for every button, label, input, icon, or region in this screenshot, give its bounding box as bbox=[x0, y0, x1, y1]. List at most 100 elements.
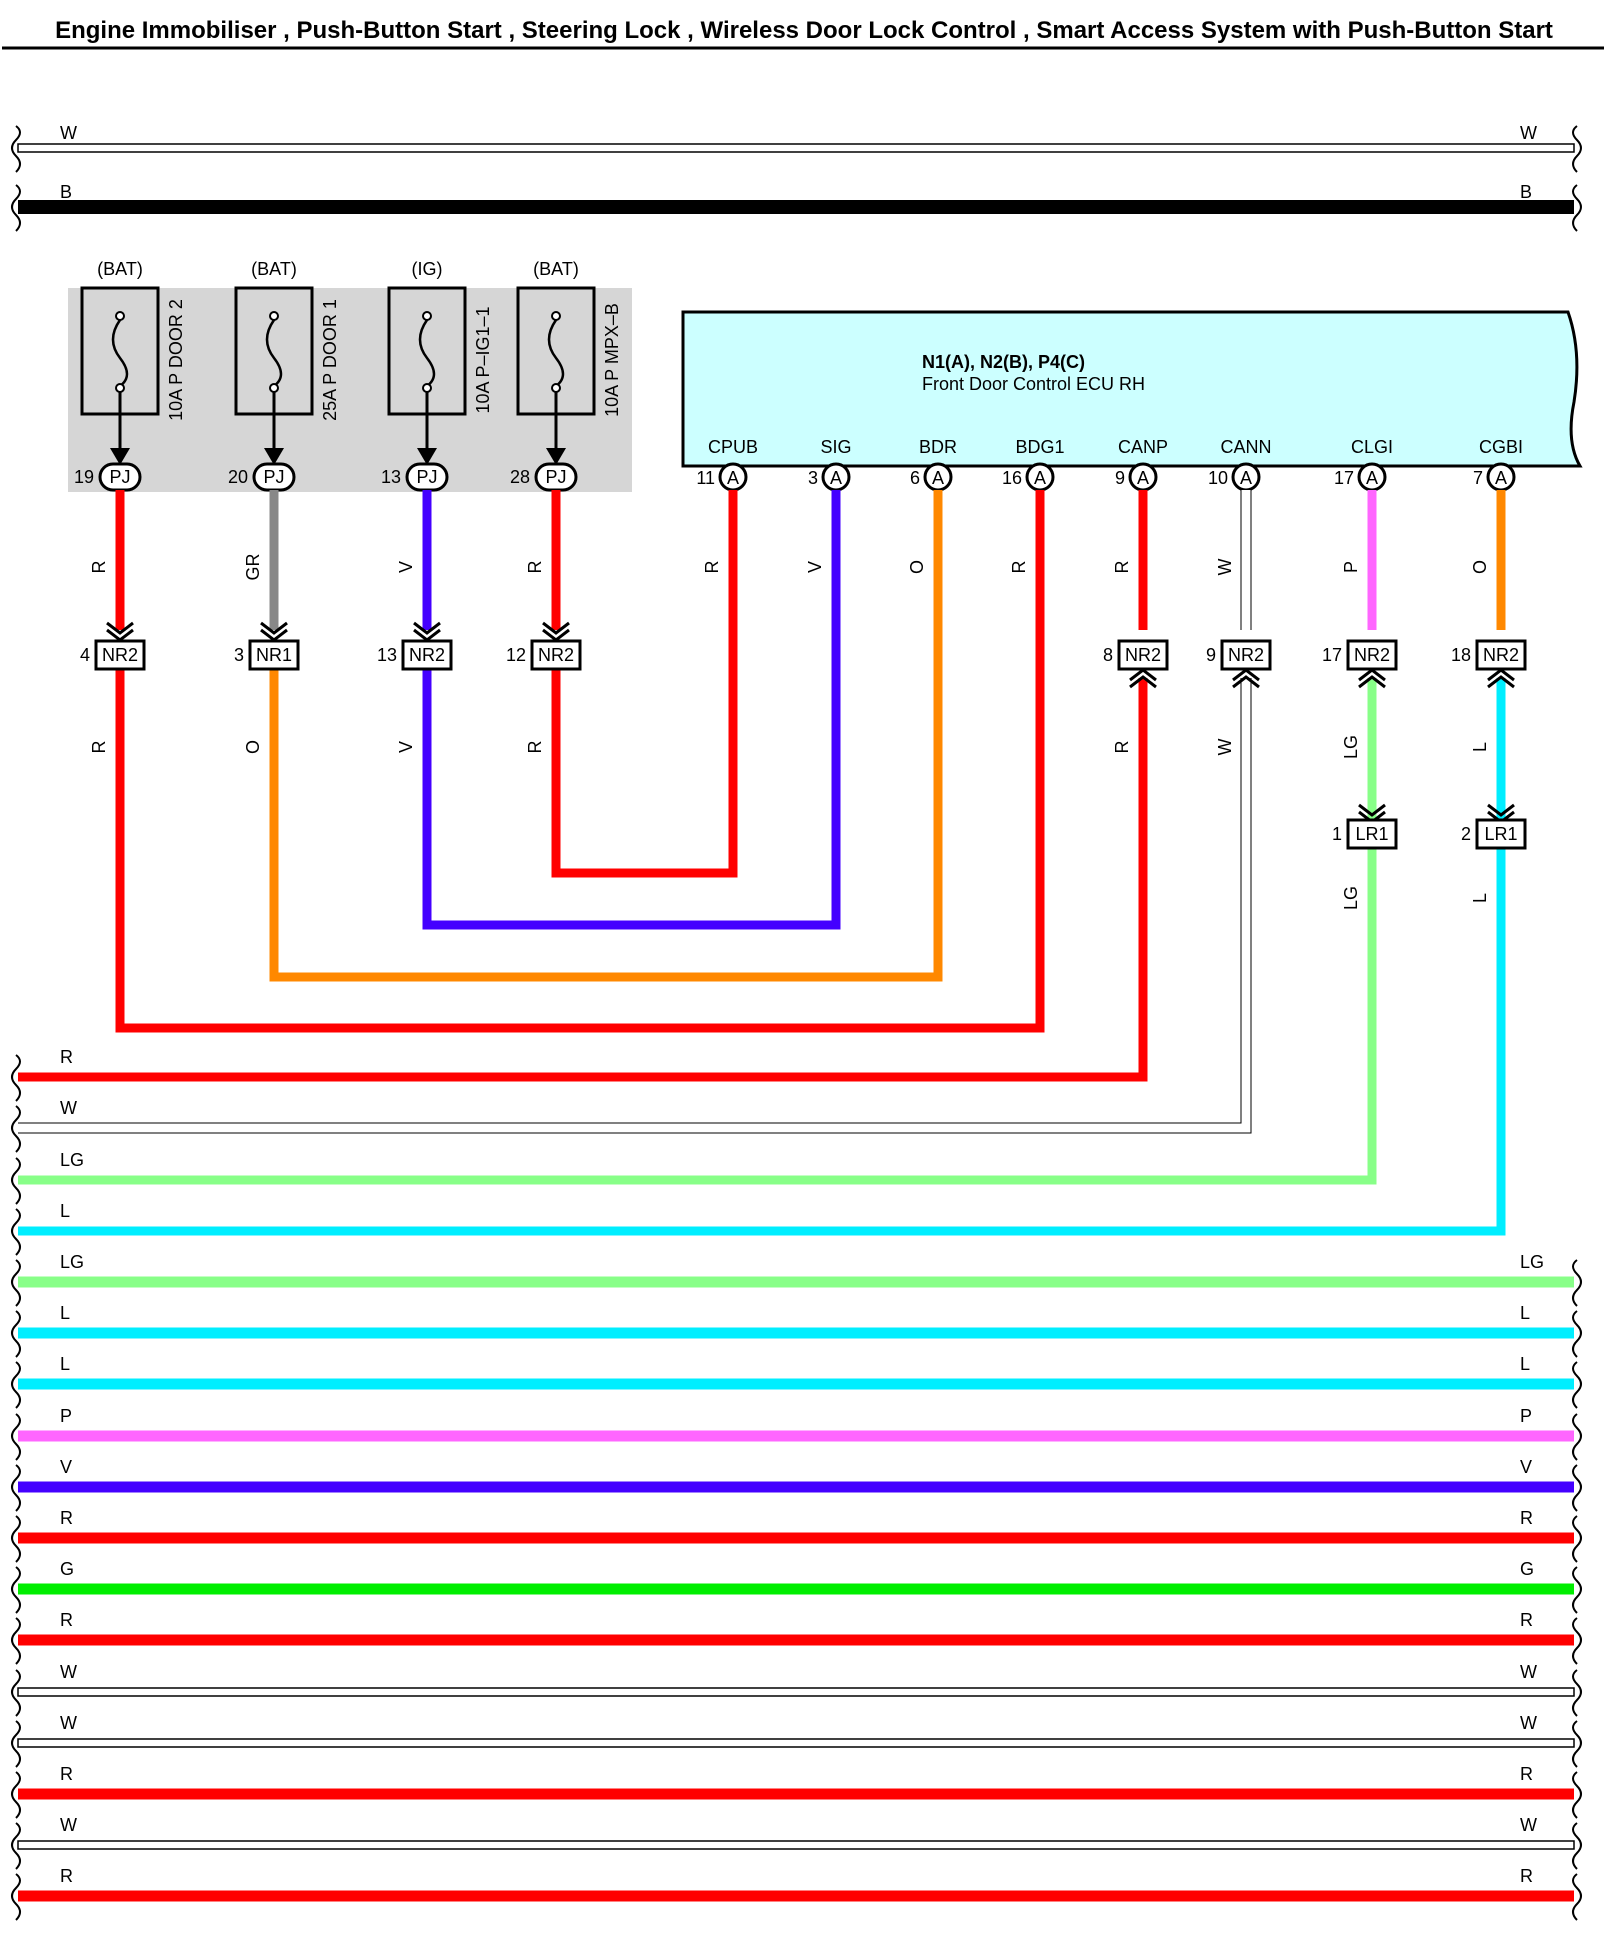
left-bus-break bbox=[11, 1208, 21, 1256]
bottom-bus-break-left bbox=[11, 1669, 21, 1717]
bottom-bus-break-right bbox=[1572, 1361, 1582, 1409]
bottom-bus-break-left bbox=[11, 1413, 21, 1461]
ecu-junction-pin: 17 bbox=[1322, 645, 1342, 665]
bottom-bus-break-left bbox=[11, 1464, 21, 1512]
fuse-junction-label: NR2 bbox=[102, 645, 138, 665]
fuse-pin: 19 bbox=[74, 467, 94, 487]
fuse-pin: 13 bbox=[381, 467, 401, 487]
ecu-upper-wire-label: W bbox=[1215, 559, 1235, 576]
fuse-arrow bbox=[110, 448, 130, 465]
loop-wire bbox=[269, 490, 943, 982]
fuse-pin: 28 bbox=[510, 467, 530, 487]
bottom-bus-break-right bbox=[1572, 1464, 1582, 1512]
fuse-connector-label: PJ bbox=[263, 467, 284, 487]
fuse-junction-pin: 3 bbox=[234, 645, 244, 665]
loop-wire bbox=[551, 490, 738, 878]
ecu-terminal-pinno: 6 bbox=[910, 468, 920, 488]
loop-wire-label: R bbox=[89, 741, 109, 754]
bottom-bus-label-left: W bbox=[60, 1662, 77, 1682]
bottom-bus-wire-w bbox=[17, 1738, 1575, 1748]
bottom-bus-label-right: R bbox=[1520, 1764, 1533, 1784]
bottom-bus-label-right: R bbox=[1520, 1610, 1533, 1630]
ecu-terminal-name: CANN bbox=[1220, 437, 1271, 457]
ecu-upper-wire-label: O bbox=[1470, 560, 1490, 574]
left-bus-label: R bbox=[60, 1047, 73, 1067]
bottom-bus-break-right bbox=[1572, 1617, 1582, 1665]
bottom-bus-label-right: W bbox=[1520, 1815, 1537, 1835]
fuse-junction-label: NR2 bbox=[538, 645, 574, 665]
ecu-lower-wire bbox=[18, 678, 1251, 1133]
fuse-junction-box bbox=[248, 639, 300, 671]
ecu-terminal-pinno: 9 bbox=[1115, 468, 1125, 488]
bottom-bus-break-right bbox=[1572, 1566, 1582, 1614]
ecu-terminal-name: BDG1 bbox=[1015, 437, 1064, 457]
ecu-junction-arrow-stroke bbox=[1232, 675, 1260, 689]
fuse-junction-arrow-stroke bbox=[106, 621, 134, 635]
left-bus-break bbox=[11, 1157, 21, 1205]
bottom-bus-label-right: G bbox=[1520, 1559, 1534, 1579]
bottom-bus-label-left: W bbox=[60, 1815, 77, 1835]
ecu-terminal-conn: A bbox=[1240, 468, 1252, 488]
bottom-bus-break-left bbox=[11, 1259, 21, 1307]
ecu-terminal-pinno: 17 bbox=[1334, 468, 1354, 488]
loop-wire-label: V bbox=[396, 741, 416, 753]
ecu-terminal-pinno: 7 bbox=[1473, 468, 1483, 488]
bottom-bus-label-left: L bbox=[60, 1303, 70, 1323]
fuse-junction-arrow-stroke bbox=[413, 621, 441, 635]
bottom-bus-break-right bbox=[1572, 1822, 1582, 1870]
fuse-rating-name: 10A P DOOR 2 bbox=[166, 299, 186, 421]
top-wire-break-left bbox=[11, 184, 21, 232]
diagram-title: Engine Immobiliser , Push-Button Start ,… bbox=[55, 17, 1553, 44]
fuse-junction-pin: 12 bbox=[506, 645, 526, 665]
fuse-source: (IG) bbox=[412, 259, 443, 279]
ecu-mid-wire-label: L bbox=[1470, 742, 1490, 752]
bottom-bus-label-left: P bbox=[60, 1406, 72, 1426]
ecu-lower-wire-label: R bbox=[1112, 741, 1132, 754]
ecu-terminal-conn: A bbox=[830, 468, 842, 488]
left-bus-break bbox=[11, 1054, 21, 1102]
fuse-pin: 20 bbox=[228, 467, 248, 487]
bottom-bus-label-right: W bbox=[1520, 1662, 1537, 1682]
fuse-terminal-top bbox=[422, 311, 432, 321]
bottom-bus-break-left bbox=[11, 1771, 21, 1819]
fuse-source: (BAT) bbox=[251, 259, 297, 279]
loop-wire-label: R bbox=[525, 741, 545, 754]
fuse-element bbox=[418, 319, 436, 388]
bottom-bus-break-left bbox=[11, 1515, 21, 1563]
top-wire-label-right: W bbox=[1520, 123, 1537, 143]
bottom-bus-label-left: L bbox=[60, 1354, 70, 1374]
loop-wire-label: O bbox=[243, 740, 263, 754]
bottom-bus-break-left bbox=[11, 1822, 21, 1870]
top-wire-label-left: B bbox=[60, 182, 72, 202]
fuse-junction-pin: 13 bbox=[377, 645, 397, 665]
fuse-upper-wire-label: R bbox=[89, 561, 109, 574]
ecu-terminal-name: CPUB bbox=[708, 437, 758, 457]
ecu-junction2-box bbox=[1475, 818, 1527, 850]
fuse-terminal-bottom bbox=[422, 383, 432, 393]
fuse-connector-label: PJ bbox=[545, 467, 566, 487]
bottom-bus-label-left: W bbox=[60, 1713, 77, 1733]
bottom-bus-label-right: W bbox=[1520, 1713, 1537, 1733]
bottom-bus-wire-w bbox=[17, 1687, 1575, 1697]
fuse-connector-label: PJ bbox=[416, 467, 437, 487]
ecu-terminal-name: CANP bbox=[1118, 437, 1168, 457]
fuse-source: (BAT) bbox=[97, 259, 143, 279]
fuse-terminal-top bbox=[551, 311, 561, 321]
bottom-bus-break-right bbox=[1572, 1720, 1582, 1768]
ecu-terminal-pinno: 16 bbox=[1002, 468, 1022, 488]
ecu-bottom-wire-label: L bbox=[1470, 893, 1490, 903]
ecu-terminal-conn: A bbox=[1366, 468, 1378, 488]
fuse-element bbox=[547, 319, 565, 388]
bottom-bus-break-right bbox=[1572, 1310, 1582, 1358]
bottom-bus-break-left bbox=[11, 1873, 21, 1921]
ecu-mid-wire-label: LG bbox=[1341, 735, 1361, 759]
fuse-element bbox=[111, 319, 129, 388]
bottom-bus-label-left: R bbox=[60, 1610, 73, 1630]
ecu-junction2-arrow-stroke bbox=[1487, 803, 1515, 817]
ecu-junction-pin: 9 bbox=[1206, 645, 1216, 665]
